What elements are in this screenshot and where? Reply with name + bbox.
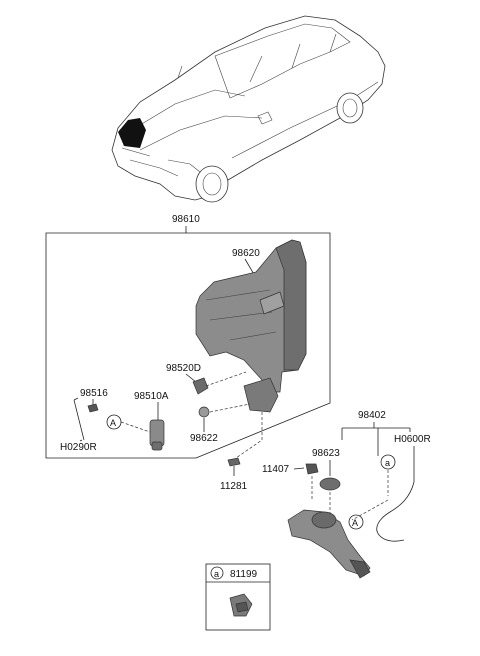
label-98402: 98402 [358, 410, 386, 421]
callout-A-right: A [352, 518, 358, 528]
label-H0290R: H0290R [60, 442, 97, 453]
pump-98510A: 98510A [134, 391, 169, 451]
assembly-frame [45, 232, 331, 459]
label-81199: 81199 [230, 569, 258, 580]
label-H0600R: H0600R [394, 434, 431, 445]
motor-assembly-98402: 98402 H0600R 98623 11407 A a [262, 410, 431, 579]
bolt-11281: 11281 [220, 412, 263, 492]
car-illustration [111, 15, 386, 203]
label-98510A: 98510A [134, 391, 169, 402]
hose-H0290R: H0290R A [60, 397, 151, 453]
highlight-area [118, 118, 146, 148]
label-98623: 98623 [312, 448, 340, 459]
label-98622: 98622 [190, 433, 218, 444]
callout-a-right: a [385, 458, 390, 468]
label-11407: 11407 [262, 464, 290, 475]
label-11281: 11281 [220, 481, 248, 492]
reservoir-98620: 98620 [195, 239, 307, 413]
assembly-98610-group: 98610 [45, 214, 331, 459]
callout-A-left: A [110, 418, 116, 428]
label-98516: 98516 [80, 388, 108, 399]
label-98610: 98610 [172, 214, 200, 225]
legend-clip-81199: a 81199 [205, 563, 271, 631]
label-98520D: 98520D [166, 363, 201, 374]
callout-a-legend: a [214, 569, 219, 579]
fitting-98516: 98516 [80, 388, 108, 413]
label-98620: 98620 [232, 248, 260, 259]
hose-connector-98520D: 98520D [166, 363, 247, 395]
grommet-98622: 98622 [190, 403, 251, 444]
